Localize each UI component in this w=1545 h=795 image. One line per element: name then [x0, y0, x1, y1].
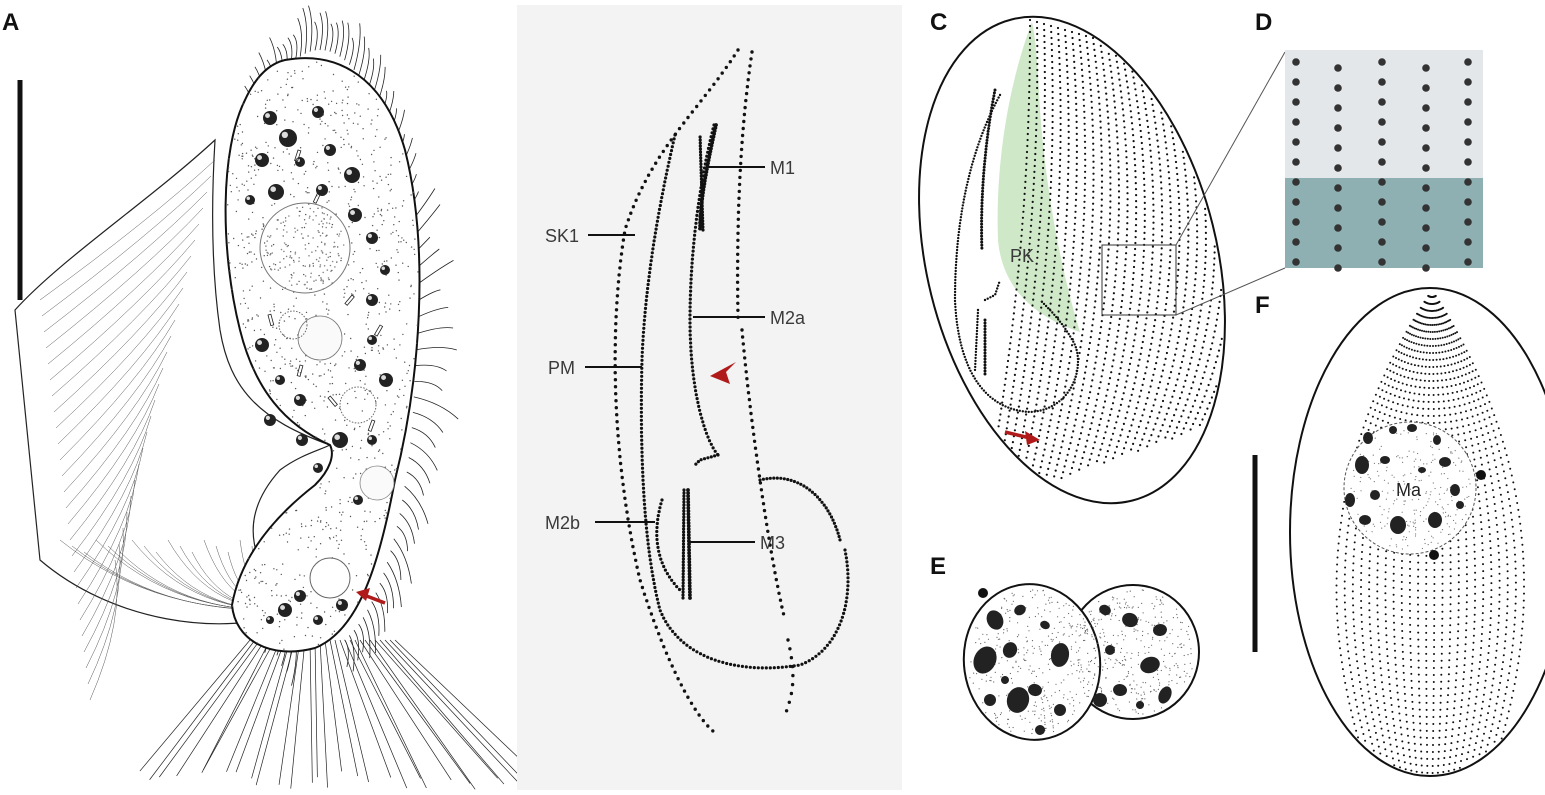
- panel-a-vacuole-2: [278, 310, 308, 340]
- panel-c-cell-outline: [918, 15, 1226, 505]
- panel-a-membrane-striations: [39, 159, 301, 701]
- label-m1: M1: [770, 158, 795, 178]
- panel-letter-e: E: [930, 553, 946, 580]
- panel-a-vacuole-1: [297, 315, 343, 361]
- label-ma: Ma: [1396, 480, 1422, 500]
- panel-f-kineties: [1335, 294, 1525, 774]
- label-m2b: M2b: [545, 513, 580, 533]
- panel-c-pk-highlight: [997, 22, 1080, 332]
- panel-a-contractile-vacuole: [309, 557, 351, 599]
- label-m2a: M2a: [770, 308, 806, 328]
- panel-a-vacuole-4: [359, 465, 395, 501]
- panel-letter-c: C: [930, 9, 947, 36]
- panel-b-background: [517, 5, 902, 790]
- panel-e-nucleoli: [973, 604, 1172, 735]
- panel-d-basal-bodies: [1292, 58, 1472, 272]
- panel-c-d-connector-top: [1175, 51, 1286, 246]
- panel-f-micronucleus-2: [1429, 550, 1439, 560]
- panel-f-dorsal-view: Ma: [1252, 287, 1545, 777]
- panel-a-nucleus-texture: [265, 207, 345, 287]
- label-pm: PM: [548, 358, 575, 378]
- panel-a-granules: [245, 106, 393, 625]
- panel-f-macronucleus: [1343, 421, 1477, 555]
- panel-letter-d: D: [1255, 9, 1272, 36]
- panel-letter-a: A: [2, 9, 19, 36]
- panel-e-micronucleus: [978, 588, 988, 598]
- panel-c-kineties: [997, 18, 1223, 480]
- label-pk: PK: [1010, 246, 1034, 266]
- label-sk1: SK1: [545, 226, 579, 246]
- panel-e-macronuclei: [962, 583, 1200, 741]
- panel-a-vacuole-3: [339, 386, 377, 424]
- panel-c-oral-structures: [953, 88, 1080, 414]
- panel-b-red-arrowhead: [710, 362, 736, 384]
- panel-b-oral-apparatus: M1 SK1 M2a PM M2b M3: [517, 5, 902, 790]
- panel-c-ventral-view: PK: [918, 15, 1286, 505]
- panel-a-red-arrow: [356, 588, 386, 605]
- panel-f-cell-outline: [1289, 287, 1545, 777]
- panel-a-cell-drawing: [14, 5, 549, 791]
- panel-d-light-region: [1285, 50, 1483, 178]
- panel-f-nucleus-contents: [1345, 424, 1471, 550]
- panel-c-red-arrow: [1004, 430, 1040, 445]
- panel-c-d-connector-bottom: [1175, 267, 1286, 316]
- panel-c-zoom-box: [1101, 244, 1177, 316]
- panel-a-stipple: [227, 61, 419, 650]
- panel-letter-f: F: [1255, 292, 1270, 319]
- label-m3: M3: [760, 533, 785, 553]
- panel-d-kinety-detail: [1285, 50, 1483, 272]
- panel-a-oral-membrane: [14, 138, 332, 625]
- panel-a-macronucleus: [259, 202, 351, 294]
- panel-f-micronucleus-1: [1476, 470, 1486, 480]
- panel-b-leader-lines: [585, 166, 765, 543]
